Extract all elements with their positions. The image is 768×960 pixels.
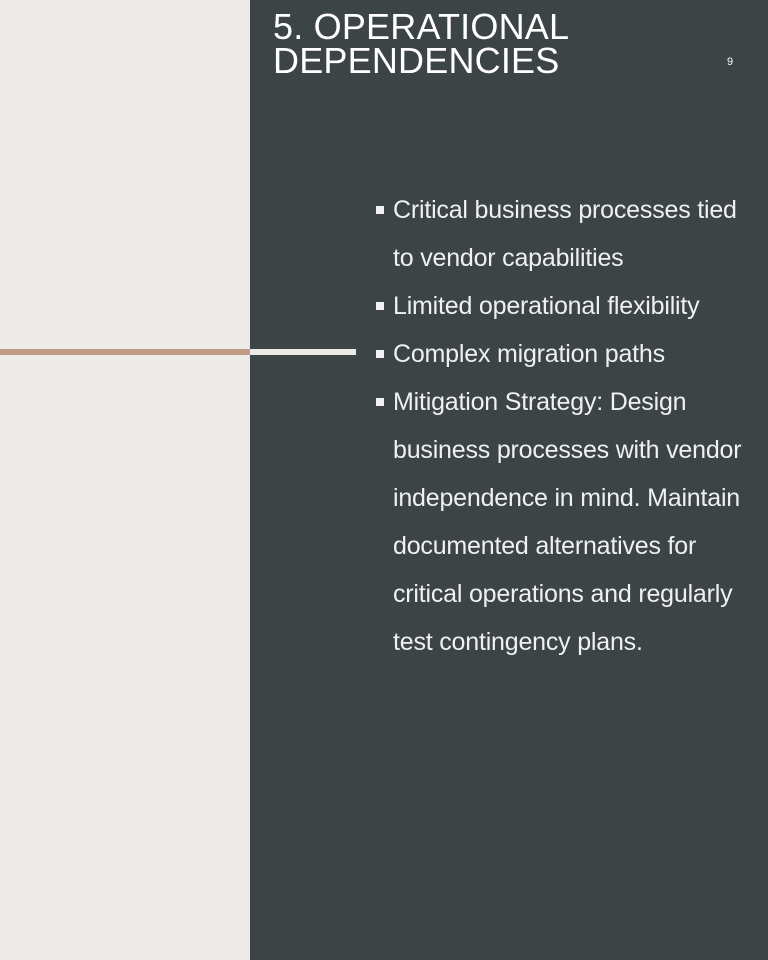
bullet-item: Complex migration paths (374, 330, 754, 378)
bullet-list: Critical business processes tied to vend… (374, 186, 754, 666)
slide-title: 5. OPERATIONAL DEPENDENCIES (273, 9, 703, 81)
accent-divider-copper (0, 349, 250, 355)
slide-title-line-2: DEPENDENCIES (273, 40, 560, 81)
square-bullet-icon (376, 350, 384, 358)
bullet-text: Complex migration paths (393, 340, 665, 368)
left-panel (0, 0, 250, 960)
slide-number: 9 (726, 56, 734, 68)
square-bullet-icon (376, 302, 384, 310)
bullet-item: Limited operational flexibility (374, 282, 754, 330)
slide-title-line-1: 5. OPERATIONAL (273, 6, 570, 47)
accent-divider-light (250, 349, 356, 355)
content-panel (250, 0, 768, 960)
bullet-text: Limited operational flexibility (393, 292, 700, 320)
bullet-text: Critical business processes tied to vend… (393, 196, 737, 272)
bullet-item: Mitigation Strategy: Design business pro… (374, 378, 754, 666)
bullet-item: Critical business processes tied to vend… (374, 186, 754, 282)
bullet-text: Mitigation Strategy: Design business pro… (393, 388, 742, 656)
square-bullet-icon (376, 206, 384, 214)
square-bullet-icon (376, 398, 384, 406)
